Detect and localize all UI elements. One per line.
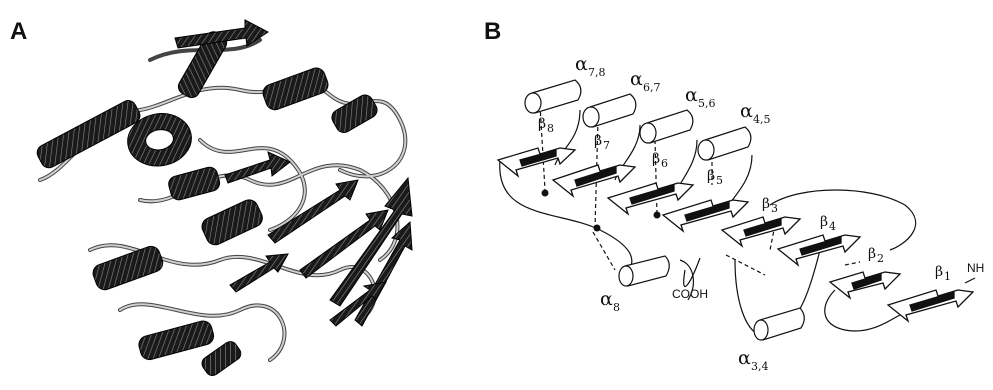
helix-subscript: 8 bbox=[613, 301, 620, 314]
helix-label: α bbox=[740, 100, 753, 122]
turn-dot bbox=[594, 225, 601, 232]
helix-subscript: 6,7 bbox=[643, 81, 661, 94]
strand-arrow-2 bbox=[830, 272, 900, 298]
strand-label: β bbox=[707, 168, 715, 184]
helix-label: α bbox=[738, 347, 751, 369]
strand-label: β bbox=[868, 246, 876, 262]
helix-ribbon bbox=[91, 244, 166, 292]
strand-subscript: 3 bbox=[771, 202, 778, 215]
helix-subscript: 5,6 bbox=[698, 97, 716, 110]
strand-arrow bbox=[268, 180, 358, 243]
strand-subscript: 1 bbox=[944, 270, 951, 283]
strand-arrow-7 bbox=[553, 165, 635, 196]
strand-arrow-1 bbox=[888, 290, 973, 321]
strand-label: β bbox=[762, 196, 770, 212]
strand-arrows bbox=[498, 148, 973, 321]
helix-subscript: 4,5 bbox=[753, 113, 771, 126]
helix-cylinder-4-5 bbox=[698, 127, 751, 160]
helix-ribbon bbox=[137, 319, 216, 362]
strand-arrow-3 bbox=[722, 217, 800, 246]
strand-subscript: 5 bbox=[716, 174, 723, 187]
strand-subscript: 2 bbox=[877, 252, 884, 265]
n-terminus-label: NH bbox=[967, 261, 984, 275]
helix-label: α bbox=[630, 68, 643, 90]
strand-arrow-4 bbox=[778, 235, 860, 265]
helix-cylinder-5-6 bbox=[640, 110, 693, 143]
helix-cylinder-7-8 bbox=[525, 80, 581, 113]
strand-subscript: 6 bbox=[661, 157, 668, 170]
strand-subscript: 7 bbox=[603, 139, 610, 152]
strand-arrow-8 bbox=[498, 148, 575, 176]
helix-cylinder-8 bbox=[619, 256, 669, 286]
helix-ribbon bbox=[261, 66, 331, 113]
helix-subscript: 3,4 bbox=[751, 360, 769, 373]
strand-arrow bbox=[225, 152, 290, 183]
helix-subscript: 7,8 bbox=[588, 66, 606, 79]
strand-label: β bbox=[652, 151, 660, 167]
strand-label: β bbox=[594, 133, 602, 149]
helix-ribbon bbox=[34, 98, 142, 171]
helix-label: α bbox=[575, 53, 588, 75]
helix-cylinder-3-4 bbox=[754, 308, 804, 340]
topology-diagram: α 7,8 α 6,7 α 5,6 α 4,5 α 8 α 3,4 β 8 β … bbox=[498, 53, 984, 373]
turn-dot bbox=[654, 212, 661, 219]
helix-ribbon bbox=[167, 165, 222, 201]
helix-label: α bbox=[685, 84, 698, 106]
strand-label: β bbox=[935, 264, 943, 280]
strand-subscript: 8 bbox=[547, 122, 554, 135]
turn-dot bbox=[542, 190, 549, 197]
strand-label: β bbox=[820, 214, 828, 230]
helix-ribbon bbox=[199, 197, 265, 248]
strand-subscript: 4 bbox=[829, 220, 836, 233]
helix-cylinder-6-7 bbox=[583, 94, 636, 127]
c-terminus-label: COOH bbox=[672, 287, 708, 301]
helix-label: α bbox=[600, 288, 613, 310]
strand-label: β bbox=[538, 116, 546, 132]
